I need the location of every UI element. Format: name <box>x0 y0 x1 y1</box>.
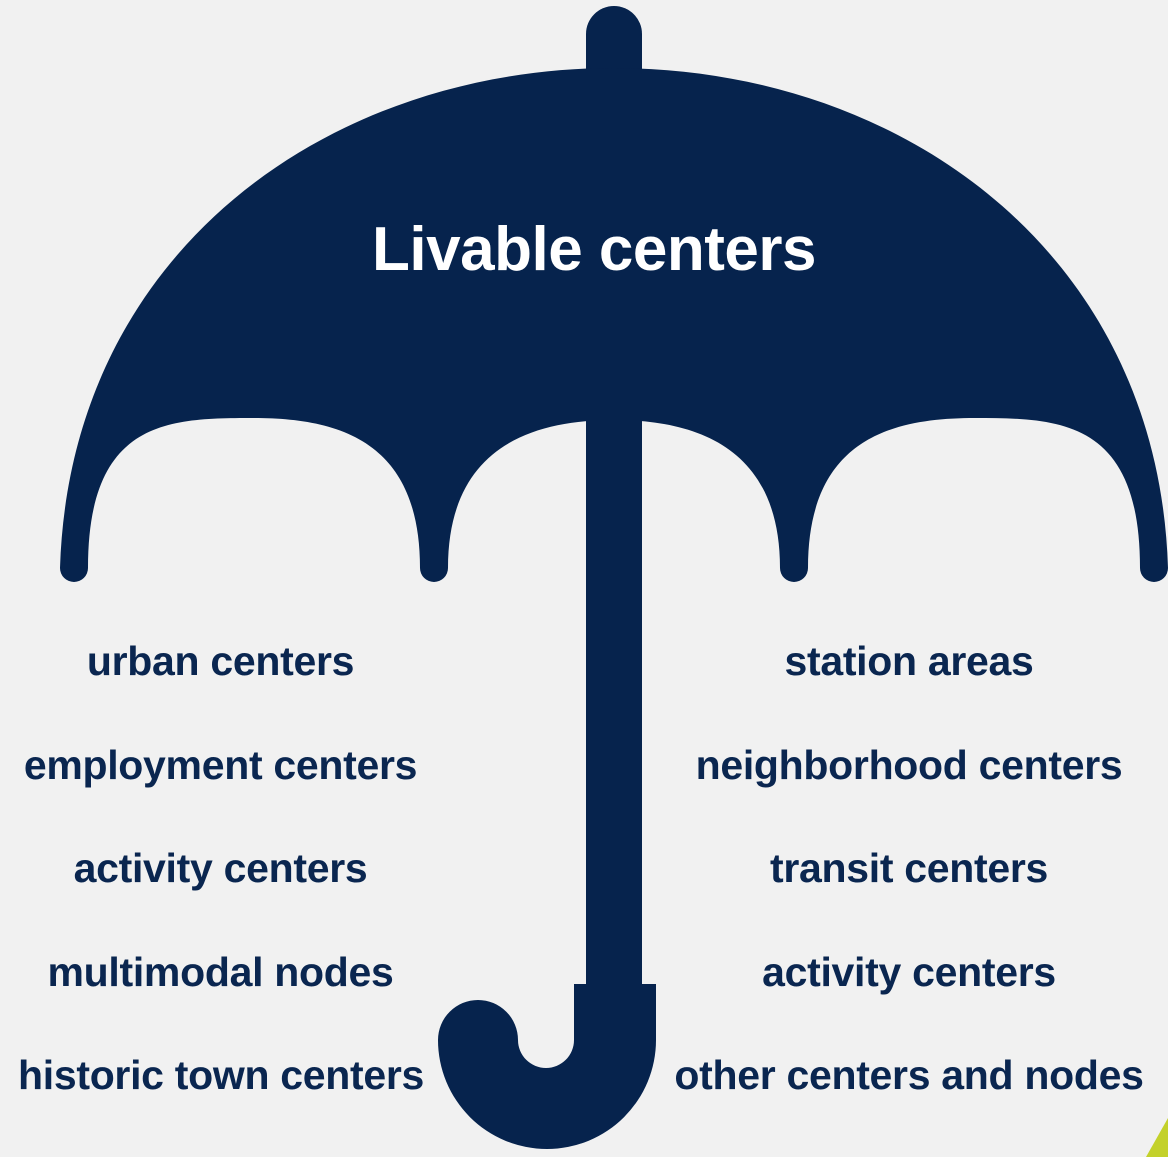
diagram-title: Livable centers <box>372 215 816 284</box>
list-item: activity centers <box>73 845 368 891</box>
list-item: multimodal nodes <box>47 948 394 995</box>
umbrella-canopy <box>60 68 1168 582</box>
list-item: station areas <box>784 638 1034 684</box>
list-item: other centers and nodes <box>674 1052 1144 1098</box>
list-item: transit centers <box>769 845 1049 891</box>
right-term-list: station areas neighborhood centers trans… <box>672 636 1146 1154</box>
left-term-list: urban centers employment centers activit… <box>18 636 425 1154</box>
list-item: neighborhood centers <box>695 741 1123 788</box>
umbrella-tip <box>586 6 642 75</box>
list-item: historic town centers <box>18 1052 425 1098</box>
umbrella-handle <box>438 984 656 1149</box>
list-item: urban centers <box>86 638 355 684</box>
list-item: employment centers <box>23 741 418 788</box>
corner-accent-shape <box>1146 1118 1168 1157</box>
list-item: activity centers <box>762 948 1056 995</box>
umbrella-shaft <box>586 415 642 990</box>
